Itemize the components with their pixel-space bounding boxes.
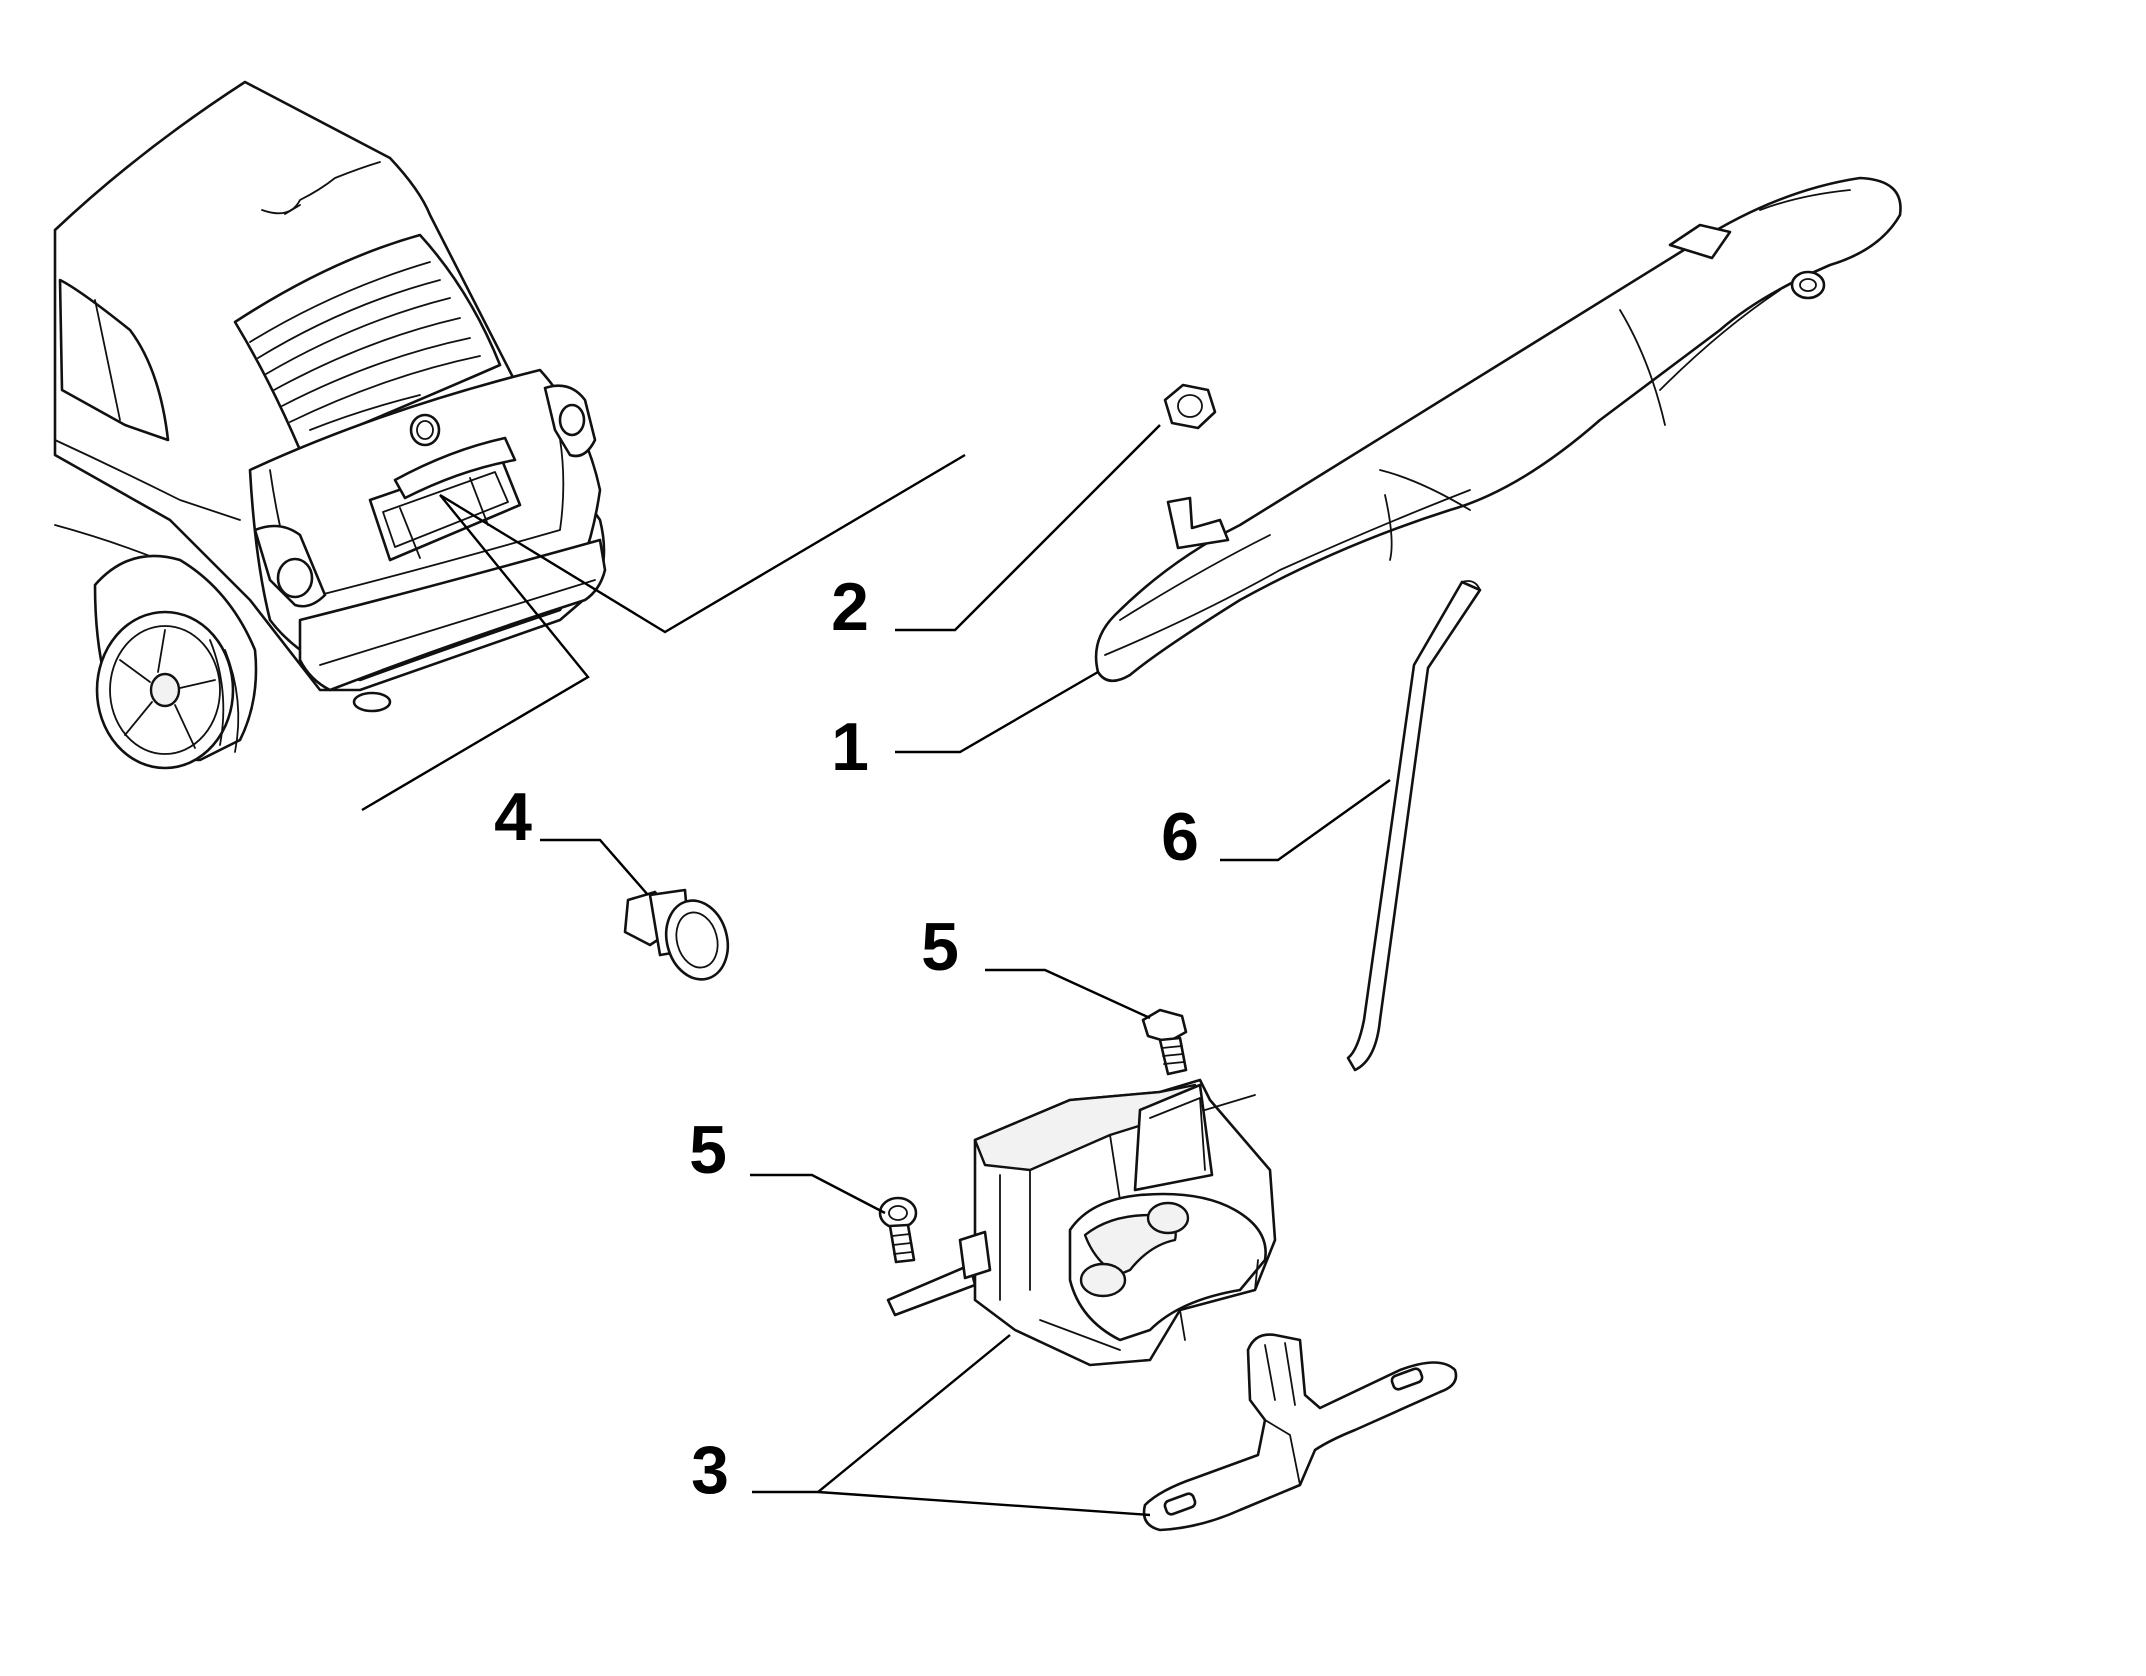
leader-4: [540, 838, 649, 896]
part-4-push-button: [623, 888, 730, 981]
rear-window-heater-lines: [249, 261, 481, 423]
callout-3: 3: [691, 1432, 729, 1508]
leader-3-bracket: [817, 1490, 1151, 1517]
leader-3: [752, 1334, 1011, 1494]
part-2-nut: [1163, 383, 1217, 430]
part-5-screw-upper: [1141, 1008, 1188, 1076]
part-1-tailgate-handle: [1094, 176, 1902, 683]
zoom-guide-lines: [361, 453, 966, 812]
part-3-lock-assembly: [886, 1078, 1277, 1367]
car-rear-view: [53, 80, 607, 770]
leader-6: [1220, 779, 1391, 862]
leader-1: [895, 670, 1099, 754]
wheel-spokes: [119, 629, 216, 749]
callout-5-upper: 5: [921, 909, 959, 985]
leader-5-lower: [750, 1173, 886, 1215]
part-6-actuator-rod: [1346, 580, 1482, 1072]
part-3-striker-bracket: [1142, 1333, 1458, 1532]
leader-2: [895, 424, 1161, 632]
callout-4: 4: [494, 779, 532, 855]
callout-1: 1: [831, 709, 869, 785]
callout-2: 2: [831, 569, 869, 645]
callout-6: 6: [1161, 799, 1199, 875]
part-5-screw-lower: [878, 1196, 918, 1264]
leader-5-upper: [985, 968, 1151, 1020]
callout-5-lower: 5: [689, 1112, 727, 1188]
